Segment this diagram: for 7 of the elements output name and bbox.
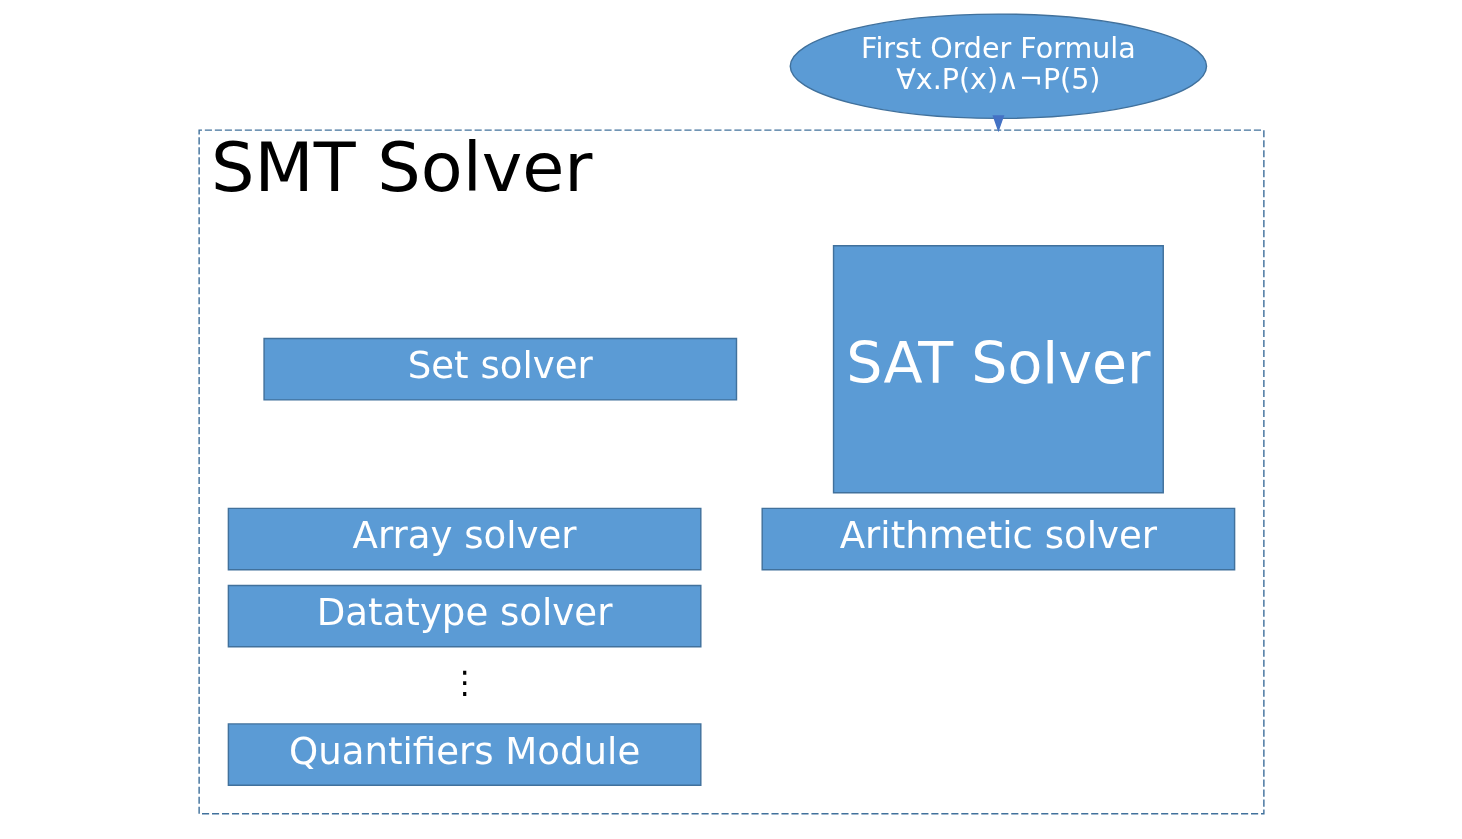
node-box: Arithmetic solver xyxy=(760,507,1235,571)
node-box: Datatype solver xyxy=(227,584,702,648)
node-box: Quantifiers Module xyxy=(227,723,702,786)
node-box: Set solver xyxy=(262,337,737,401)
label: ⋮ xyxy=(448,664,480,701)
node-box: Array solver xyxy=(227,507,702,571)
node-box: SAT Solver xyxy=(832,245,1164,494)
